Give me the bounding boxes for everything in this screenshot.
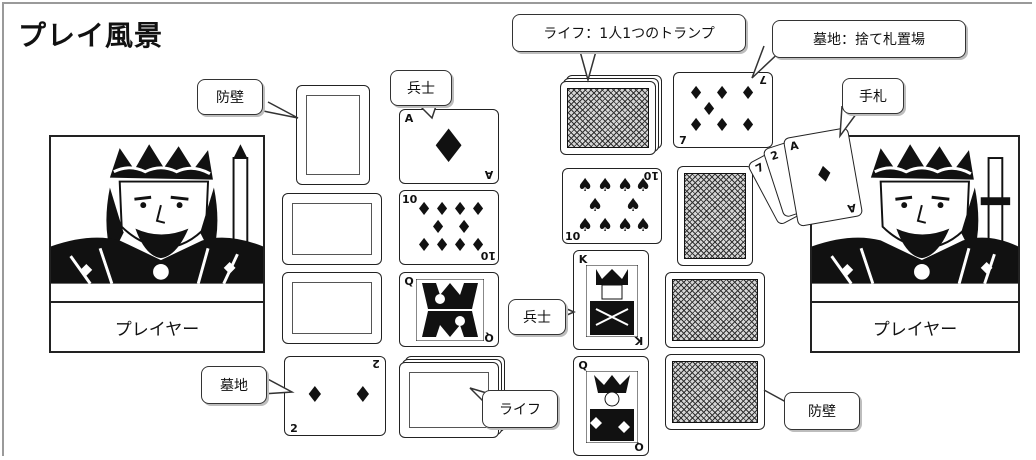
- card-rank: 10: [565, 230, 581, 243]
- callout-wall-left: 防壁: [197, 79, 263, 115]
- right-wall-card-1[interactable]: [677, 166, 753, 266]
- graveyard-card-two-diamond[interactable]: 2 2 ♦ ♦: [284, 356, 386, 436]
- diamond-icon: ♦: [740, 115, 757, 136]
- spade-icon: ♠: [617, 215, 634, 236]
- card-rank: Q: [578, 359, 588, 372]
- diamond-icon: ♦: [470, 199, 487, 220]
- card-rank: Q: [404, 275, 414, 288]
- right-wall-card-3[interactable]: [665, 354, 765, 430]
- card-rank: 10: [402, 193, 418, 206]
- card-rank: 2: [290, 422, 298, 435]
- soldier-card-ten-diamond[interactable]: 10 10 ♦ ♦ ♦ ♦ ♦ ♦ ♦ ♦ ♦ ♦: [399, 190, 499, 265]
- soldier-card-ten-spade[interactable]: 10 10 ♠ ♠ ♠ ♠ ♠ ♠ ♠ ♠ ♠ ♠: [562, 168, 662, 244]
- card-rank: A: [404, 112, 414, 125]
- diamond-icon: ♦: [416, 199, 433, 220]
- diamond-icon: ♦: [701, 99, 718, 120]
- callout-soldier-mid: 兵士: [508, 299, 566, 335]
- diamond-icon: ♦: [434, 235, 451, 256]
- diamond-icon: ♦: [740, 83, 757, 104]
- spade-icon: ♠: [625, 195, 642, 216]
- page-title: プレイ風景: [18, 19, 164, 52]
- left-wall-card-1[interactable]: [296, 85, 370, 185]
- callout-graveyard-left: 墓地: [201, 366, 267, 404]
- diamond-icon: ♦: [470, 235, 487, 256]
- diamond-icon: ♦: [452, 199, 469, 220]
- diamond-icon: ♦: [688, 115, 705, 136]
- spade-icon: ♠: [617, 175, 634, 196]
- left-player-label: プレイヤー: [51, 301, 263, 351]
- soldier-card-queen-spade-right[interactable]: Q Q: [573, 356, 649, 456]
- diamond-icon: ♦: [714, 83, 731, 104]
- spade-icon: ♠: [597, 215, 614, 236]
- card-rank: 7: [679, 134, 687, 147]
- spade-icon: ♠: [577, 215, 594, 236]
- spade-icon: ♠: [597, 175, 614, 196]
- diamond-icon: ♦: [434, 199, 451, 220]
- soldier-card-queen-spade[interactable]: Q Q: [399, 272, 499, 347]
- right-wall-card-2[interactable]: [665, 272, 765, 348]
- spade-icon: ♠: [587, 195, 604, 216]
- diamond-icon: ♦: [353, 383, 373, 408]
- diamond-icon: ♦: [452, 235, 469, 256]
- soldier-card-ace-diamond[interactable]: A A ♦: [399, 109, 499, 184]
- callout-soldier-top: 兵士: [390, 70, 452, 106]
- right-player-portrait: プレイヤー: [810, 135, 1020, 353]
- king-card-portrait-icon: [586, 265, 638, 337]
- diamond-icon: ♦: [428, 119, 470, 173]
- right-player-label: プレイヤー: [812, 301, 1018, 351]
- callout-life-desc: ライフ：1人1つのトランプ: [512, 14, 746, 52]
- spade-icon: ♠: [635, 175, 652, 196]
- left-wall-card-2[interactable]: [282, 193, 382, 265]
- diamond-icon: ♦: [456, 217, 473, 238]
- callout-wall-right: 防壁: [784, 392, 860, 430]
- diamond-icon: ♦: [688, 83, 705, 104]
- callout-graveyard-desc: 墓地：捨て札置場: [772, 20, 966, 58]
- spade-icon: ♠: [577, 175, 594, 196]
- graveyard-card-seven-diamond[interactable]: 7 7 ♦ ♦ ♦ ♦ ♦ ♦ ♦: [673, 72, 773, 148]
- callout-life-left: ライフ: [482, 390, 558, 428]
- callout-hand: 手札: [842, 78, 904, 114]
- king-illustration-left: [51, 138, 263, 285]
- diamond-icon: ♦: [305, 383, 325, 408]
- diamond-icon: ♦: [416, 235, 433, 256]
- left-player-portrait: プレイヤー: [49, 135, 265, 353]
- left-wall-card-3[interactable]: [282, 272, 382, 344]
- soldier-card-king-spade[interactable]: K K: [573, 250, 649, 350]
- queen-portrait-icon: [416, 279, 484, 341]
- spade-icon: ♠: [635, 215, 652, 236]
- diamond-icon: ♦: [714, 115, 731, 136]
- right-life-stack[interactable]: [560, 81, 656, 155]
- diamond-icon: ♦: [430, 217, 447, 238]
- queen-card-portrait-icon: [586, 371, 638, 443]
- card-rank: K: [578, 253, 588, 266]
